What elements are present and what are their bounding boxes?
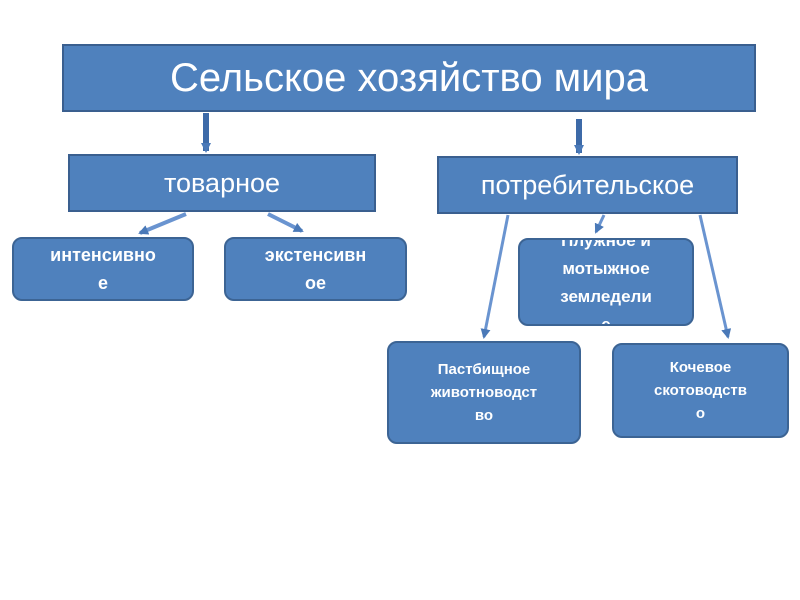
arrow-potrebitelskoe-to-plough <box>594 214 606 234</box>
extensive-text: экстенсивн ое <box>264 245 367 293</box>
potrebitelskoe-text: потребительское <box>480 169 695 200</box>
plough-text: Плужное и мотыжное земледели е <box>560 238 652 326</box>
arrow-tovarnoe-to-extensive <box>267 212 304 233</box>
pasture-box: Пастбищное животноводст во <box>387 341 581 444</box>
title-text: Сельское хозяйство мира <box>169 55 649 100</box>
plough-box: Плужное и мотыжное земледели е <box>518 238 694 326</box>
nomad-box: Кочевое скотоводств о <box>612 343 789 438</box>
arrow-potrebitelskoe-to-nomad <box>698 214 732 339</box>
potrebitelskoe-box: потребительское <box>437 156 738 214</box>
tovarnoe-box: товарное <box>68 154 376 212</box>
arrow-tovarnoe-to-intensive <box>138 212 187 235</box>
intensive-text: интенсивно е <box>50 245 156 293</box>
intensive-box: интенсивно е <box>12 237 194 301</box>
extensive-box: экстенсивн ое <box>224 237 407 301</box>
title-box: Сельское хозяйство мира <box>62 44 756 112</box>
pasture-text: Пастбищное животноводст во <box>430 361 538 424</box>
tovarnoe-text: товарное <box>163 167 281 198</box>
arrow-potrebitelskoe-to-pasture <box>480 214 510 339</box>
nomad-text: Кочевое скотоводств о <box>654 359 747 422</box>
